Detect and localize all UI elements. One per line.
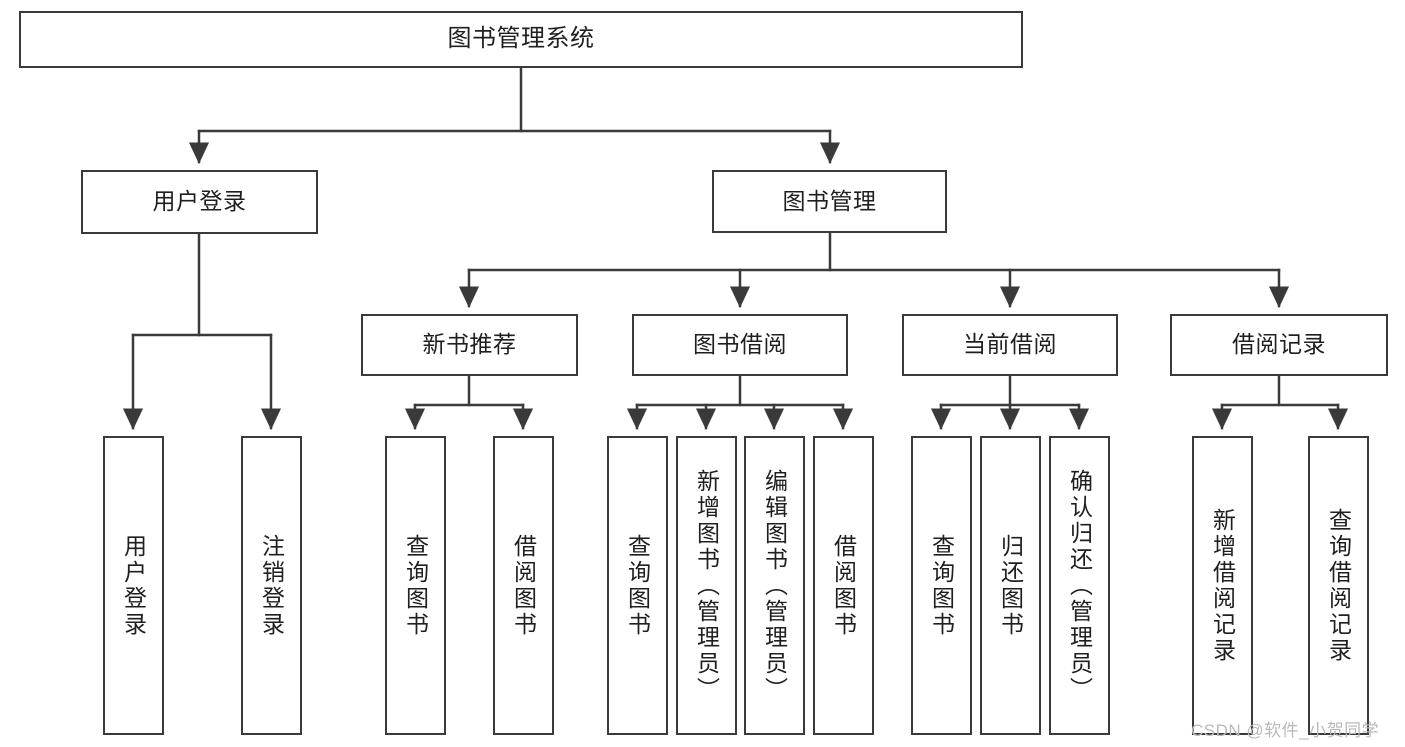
leaf-logout-login[interactable]: 注销登录 [241,436,302,735]
leaf-query-book-2-label: 查询图书 [624,533,651,638]
leaf-add-book-label: 新增图书（管理员） [693,468,720,703]
leaf-user-login-label: 用户登录 [120,533,147,638]
node-current-borrow[interactable]: 当前借阅 [902,314,1118,376]
leaf-add-book[interactable]: 新增图书（管理员） [676,436,737,735]
leaf-borrow-book-1-label: 借阅图书 [510,533,537,638]
leaf-query-book-2[interactable]: 查询图书 [607,436,668,735]
leaf-borrow-book-2-label: 借阅图书 [830,533,857,638]
leaf-query-book-3-label: 查询图书 [928,533,955,638]
leaf-query-book-1[interactable]: 查询图书 [385,436,446,735]
leaf-edit-book-label: 编辑图书（管理员） [761,468,788,703]
node-current-borrow-label: 当前借阅 [963,331,1057,358]
leaf-add-record-label: 新增借阅记录 [1209,507,1236,664]
leaf-logout-login-label: 注销登录 [258,533,285,638]
leaf-query-record-label: 查询借阅记录 [1325,507,1352,664]
node-new-book-recommend-label: 新书推荐 [422,331,517,358]
leaf-add-record[interactable]: 新增借阅记录 [1192,436,1253,735]
leaf-query-book-1-label: 查询图书 [402,533,429,638]
leaf-edit-book[interactable]: 编辑图书（管理员） [744,436,805,735]
leaf-confirm-return-label: 确认归还（管理员） [1066,468,1093,703]
leaf-user-login[interactable]: 用户登录 [103,436,164,735]
node-new-book-recommend[interactable]: 新书推荐 [361,314,578,376]
node-user-login-label: 用户登录 [152,188,247,215]
node-book-borrow[interactable]: 图书借阅 [632,314,848,376]
node-root[interactable]: 图书管理系统 [19,11,1023,68]
leaf-return-book-label: 归还图书 [997,533,1024,638]
node-borrow-record[interactable]: 借阅记录 [1170,314,1388,376]
node-user-login[interactable]: 用户登录 [81,170,318,234]
leaf-borrow-book-1[interactable]: 借阅图书 [493,436,554,735]
node-borrow-record-label: 借阅记录 [1232,331,1326,358]
leaf-query-book-3[interactable]: 查询图书 [911,436,972,735]
leaf-confirm-return[interactable]: 确认归还（管理员） [1049,436,1110,735]
leaf-return-book[interactable]: 归还图书 [980,436,1041,735]
leaf-borrow-book-2[interactable]: 借阅图书 [813,436,874,735]
node-root-label: 图书管理系统 [447,25,595,53]
node-book-borrow-label: 图书借阅 [693,331,787,358]
leaf-query-record[interactable]: 查询借阅记录 [1308,436,1369,735]
node-book-management[interactable]: 图书管理 [712,170,947,233]
node-book-management-label: 图书管理 [782,187,877,214]
